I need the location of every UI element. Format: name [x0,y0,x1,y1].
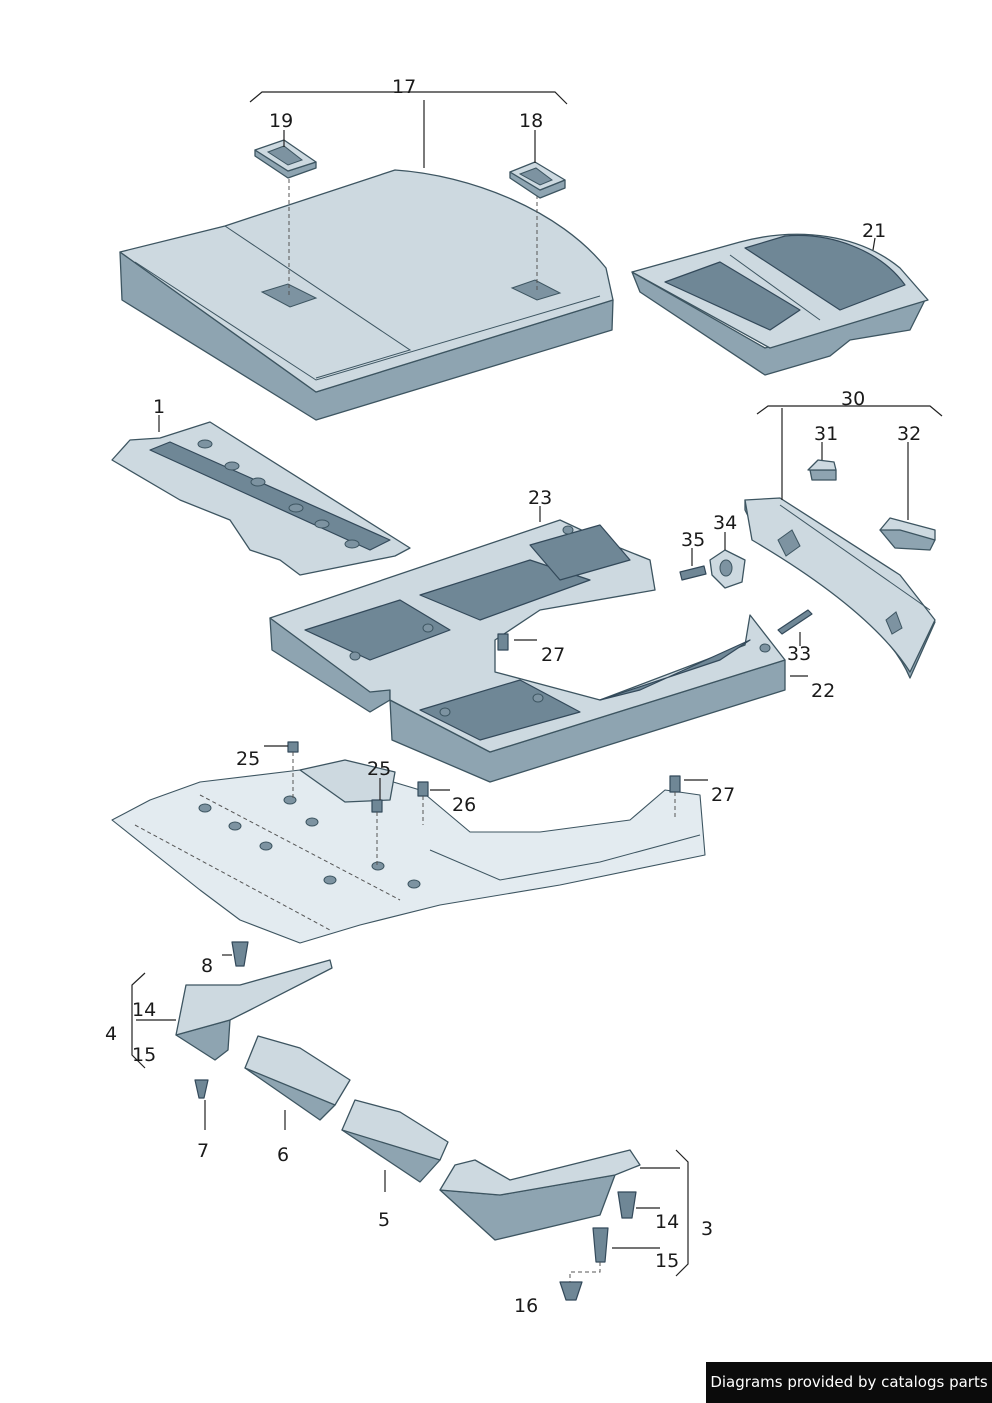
pin-27b [669,775,681,793]
label-5: 5 [378,1209,390,1231]
clip-31 [807,459,837,481]
floor-pan [111,759,706,944]
label-31: 31 [814,423,838,445]
label-25a: 25 [236,748,260,770]
label-32: 32 [897,423,921,445]
screw-8 [231,941,249,967]
leader-lines [131,91,943,1277]
label-27a: 27 [541,644,565,666]
trim-piece-3 [439,1149,641,1241]
insulation-mat [111,421,411,576]
label-35: 35 [681,529,705,551]
clip-14 [617,1191,637,1219]
trim-piece-5 [341,1099,449,1183]
pin-27a [497,633,509,651]
trim-piece-6 [244,1035,351,1121]
label-14a: 14 [132,999,156,1021]
label-25b: 25 [367,758,391,780]
nut-16 [559,1281,583,1301]
floor-insert [269,519,786,783]
trim-panel [744,497,936,679]
clip-7 [194,1079,209,1099]
label-1: 1 [153,396,165,418]
nut-25a [287,741,299,753]
grip-19 [254,139,317,179]
label-4: 4 [105,1023,117,1045]
label-17: 17 [392,76,416,98]
screw-15 [592,1227,609,1263]
label-21: 21 [862,220,886,242]
label-30: 30 [841,388,865,410]
label-34: 34 [713,512,737,534]
label-7: 7 [197,1140,209,1162]
stud-26 [417,781,429,797]
rod-33 [777,609,813,635]
label-18: 18 [519,110,543,132]
trim-piece-4 [175,959,333,1061]
label-15a: 15 [132,1044,156,1066]
bracket-34 [709,549,746,589]
label-15b: 15 [655,1250,679,1272]
label-27b: 27 [711,784,735,806]
loadfloor-board [119,169,614,421]
cover-32 [879,517,936,551]
storage-tray [631,233,929,376]
credit-banner: Diagrams provided by catalogs parts [706,1362,992,1403]
label-16: 16 [514,1295,538,1317]
grip-18 [509,161,566,199]
label-22: 22 [811,680,835,702]
label-8: 8 [201,955,213,977]
label-14b: 14 [655,1211,679,1233]
label-26: 26 [452,794,476,816]
label-3: 3 [701,1218,713,1240]
label-33: 33 [787,643,811,665]
screw-35 [679,565,707,581]
label-6: 6 [277,1144,289,1166]
label-19: 19 [269,110,293,132]
nut-25b [371,799,383,813]
label-23: 23 [528,487,552,509]
